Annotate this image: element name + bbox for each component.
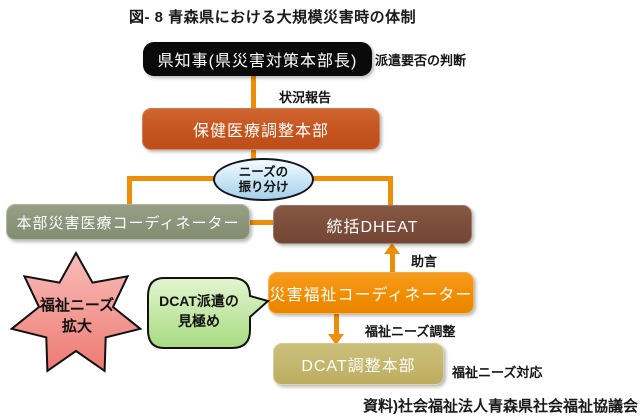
connector-branch-left-vertical	[127, 176, 132, 205]
node-dcat-hq: DCAT調整本部	[273, 343, 444, 385]
connector-branch-right-vertical	[388, 176, 393, 207]
callout-line1: DCAT派遣の	[159, 293, 239, 309]
star-line2: 拡大	[61, 318, 92, 335]
connector-medical-to-dheat	[246, 220, 275, 225]
node-medical-coordinator: 本部災害医療コーディネーター	[6, 204, 250, 240]
node-welfare-coordinator-label: 災害福祉コーディネーター	[269, 287, 473, 304]
arrow-advice-shaft	[390, 252, 395, 273]
node-governor: 県知事(県災害対策本部長)	[143, 42, 372, 76]
dcat-callout-text: DCAT派遣の 見極め	[146, 276, 252, 346]
connector-governor-to-health	[251, 75, 256, 109]
node-dcat-hq-label: DCAT調整本部	[301, 358, 416, 375]
source-credit: 資料)社会福祉法人青森県社会福祉協議会	[363, 398, 638, 415]
node-welfare-coordinator: 災害福祉コーディネーター	[268, 272, 474, 314]
star-line1: 福祉ニーズ	[39, 297, 115, 314]
node-dheat-label: 統括DHEAT	[326, 218, 419, 236]
node-health-hq-label: 保健医療調整本部	[192, 123, 329, 140]
node-needs-triage: ニーズの 振り分け	[213, 158, 314, 201]
arrow-advice-head-icon	[384, 243, 400, 254]
figure-title: 図- 8 青森県における大規模災害時の体制	[129, 9, 417, 26]
label-welfare-needs-response: 福祉ニーズ対応	[452, 365, 543, 380]
node-medical-coordinator-label: 本部災害医療コーディネーター	[16, 214, 240, 232]
arrow-needs-adjust-shaft	[334, 312, 339, 337]
welfare-needs-star-text: 福祉ニーズ 拡大	[4, 253, 150, 379]
label-status-report: 状況報告	[279, 90, 332, 105]
node-dheat: 統括DHEAT	[273, 205, 472, 244]
needs-triage-line1: ニーズの	[238, 164, 289, 179]
node-health-hq: 保健医療調整本部	[142, 108, 380, 150]
dcat-callout-shape	[147, 277, 271, 349]
node-governor-label: 県知事(県災害対策本部長)	[157, 53, 358, 70]
arrow-needs-adjust-head-icon	[328, 334, 344, 345]
label-advice: 助言	[411, 254, 438, 269]
welfare-needs-star-shape	[9, 251, 143, 373]
connector-health-to-branch	[251, 147, 256, 163]
callout-line2: 見極め	[178, 313, 220, 329]
label-dispatch-decision: 派遣要否の判断	[375, 53, 467, 68]
needs-triage-line2: 振り分け	[238, 179, 289, 194]
label-welfare-needs-adjust: 福祉ニーズ調整	[365, 324, 456, 339]
